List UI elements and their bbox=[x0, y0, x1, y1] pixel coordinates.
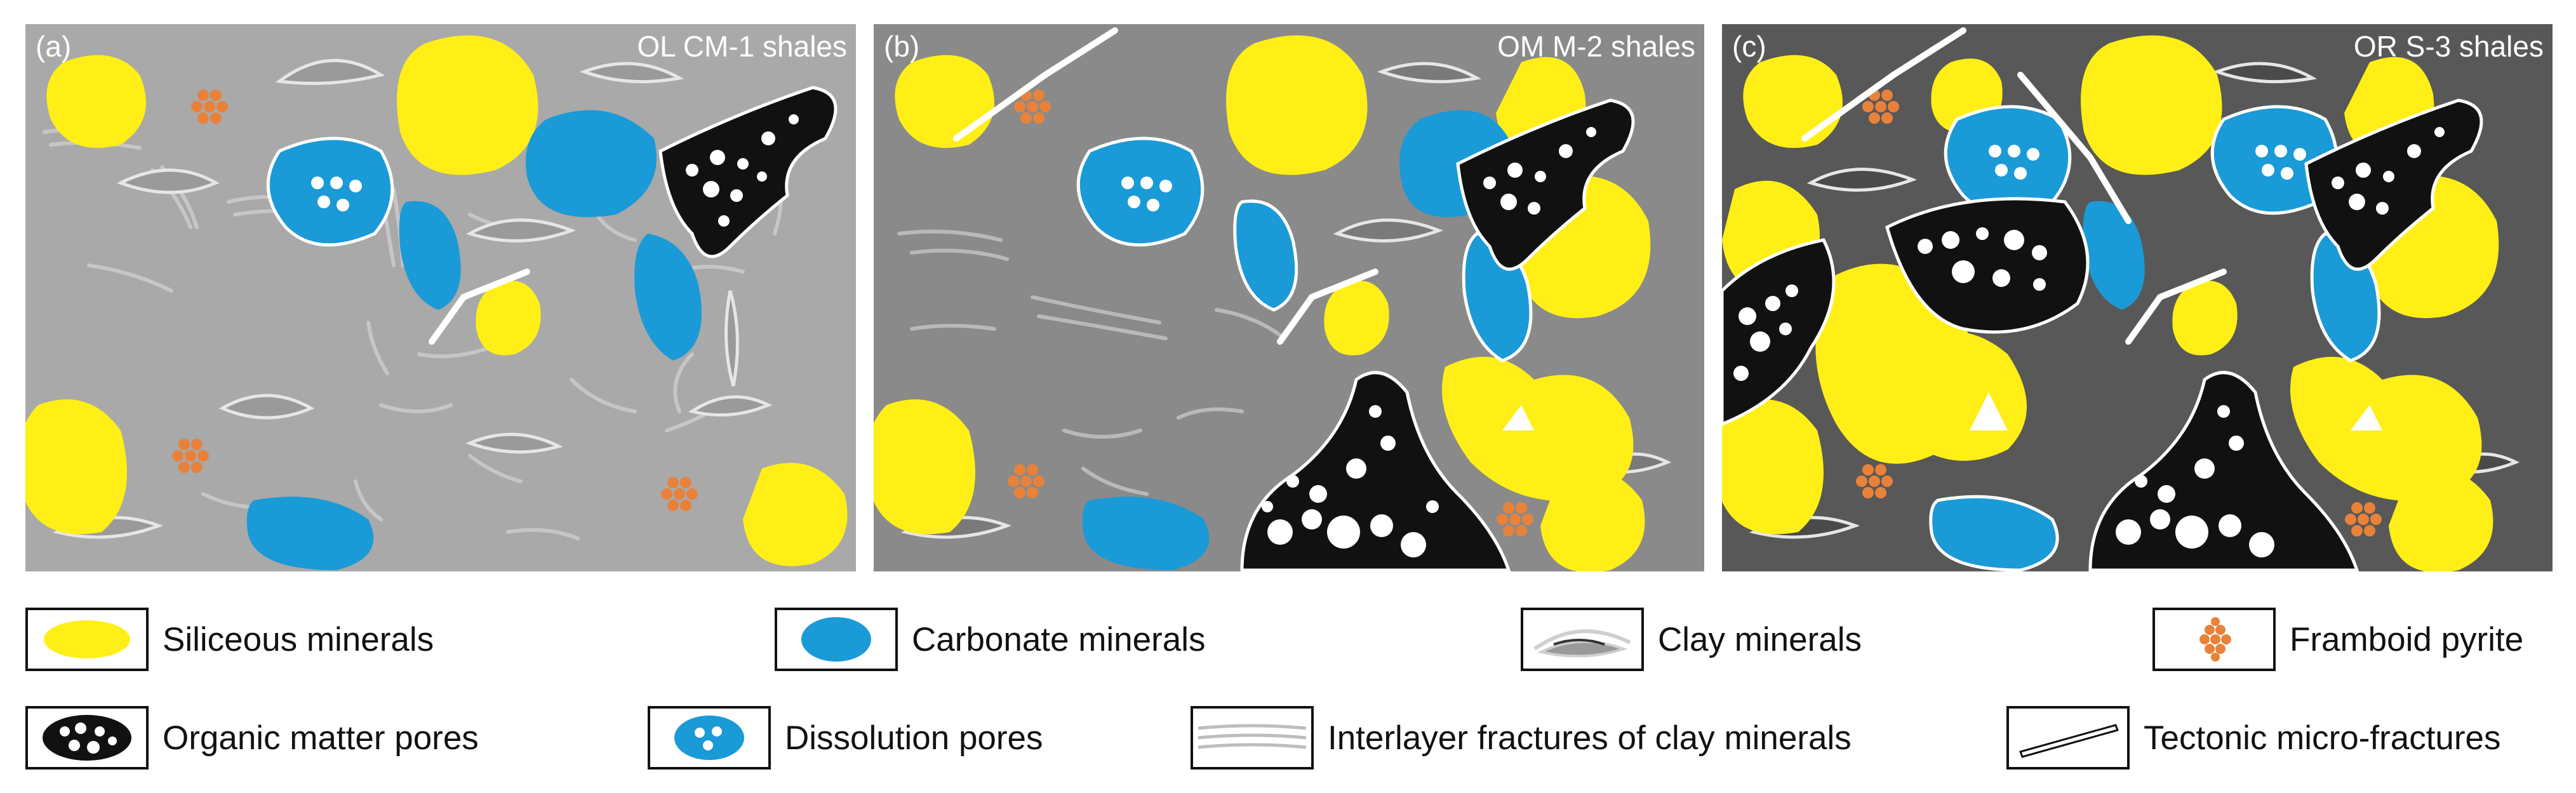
panel-a-title: OL CM-1 shales bbox=[637, 30, 847, 63]
legend-label: Dissolution pores bbox=[785, 719, 1043, 757]
panel-c: (c) OR S-3 shales bbox=[1722, 24, 2553, 571]
legend-interlayer-fractures: Interlayer fractures of clay minerals bbox=[1191, 705, 1852, 771]
carbonate-icon bbox=[775, 608, 898, 671]
legend-clay: Clay minerals bbox=[1521, 606, 1862, 672]
legend-label: Siliceous minerals bbox=[163, 620, 434, 658]
panel-c-illustration bbox=[1722, 24, 2553, 571]
panel-c-title: OR S-3 shales bbox=[2353, 30, 2544, 63]
legend-carbonate: Carbonate minerals bbox=[775, 606, 1206, 672]
legend-organic-pores: Organic matter pores bbox=[25, 705, 479, 771]
panel-b-title: OM M-2 shales bbox=[1497, 30, 1695, 63]
legend-pyrite: Framboid pyrite bbox=[2152, 606, 2523, 672]
legend-label: Tectonic micro-fractures bbox=[2144, 719, 2501, 757]
legend-label: Organic matter pores bbox=[163, 719, 479, 757]
panel-a-illustration bbox=[25, 24, 856, 571]
panel-c-letter: (c) bbox=[1732, 30, 1766, 63]
siliceous-icon bbox=[25, 608, 149, 671]
organic-pore-icon bbox=[25, 706, 149, 770]
legend-dissolution-pores: Dissolution pores bbox=[648, 705, 1043, 771]
panel-b-illustration bbox=[874, 24, 1704, 571]
interlayer-fracture-icon bbox=[1191, 706, 1314, 770]
legend-label: Clay minerals bbox=[1658, 620, 1862, 658]
legend-tectonic-fractures: Tectonic micro-fractures bbox=[2006, 705, 2501, 771]
pyrite-icon bbox=[2152, 608, 2276, 671]
panel-b: (b) OM M-2 shales bbox=[874, 24, 1704, 571]
panel-b-letter: (b) bbox=[884, 30, 920, 63]
dissolution-pore-icon bbox=[648, 706, 771, 770]
panel-a-letter: (a) bbox=[36, 30, 72, 63]
clay-icon bbox=[1521, 608, 1644, 671]
legend-label: Framboid pyrite bbox=[2290, 620, 2524, 658]
panel-a: (a) OL CM-1 shales bbox=[25, 24, 856, 571]
legend-label: Carbonate minerals bbox=[912, 620, 1206, 658]
legend-siliceous: Siliceous minerals bbox=[25, 606, 434, 672]
legend-label: Interlayer fractures of clay minerals bbox=[1328, 719, 1852, 757]
tectonic-fracture-icon bbox=[2006, 706, 2130, 770]
